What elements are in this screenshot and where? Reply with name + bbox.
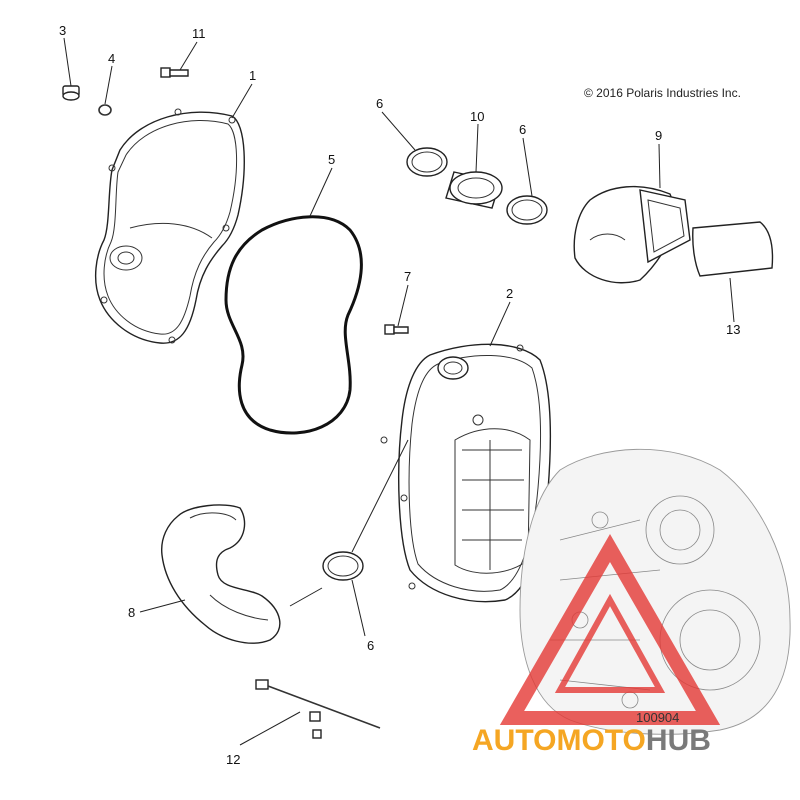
callout-5: 5 xyxy=(328,152,335,167)
callout-1: 1 xyxy=(249,68,256,83)
callout-4: 4 xyxy=(108,51,115,66)
callout-9: 9 xyxy=(655,128,662,143)
engine-case-background xyxy=(519,448,791,735)
watermark-triangle xyxy=(499,533,721,725)
callout-2: 2 xyxy=(506,286,513,301)
part-8-intake-hose xyxy=(161,504,281,644)
watermark-text: AUTOMOTOHUB xyxy=(472,724,711,757)
part-11-bolt xyxy=(160,67,189,78)
diagram-id: 100904 xyxy=(636,710,679,725)
part-6-clamp-right xyxy=(506,195,548,225)
callout-labels: 3 4 11 1 5 6 10 6 9 13 7 2 6 8 12 xyxy=(59,23,740,767)
part-3-drain-plug xyxy=(62,85,80,101)
part-7-bolt xyxy=(384,324,409,335)
callout-7: 7 xyxy=(404,269,411,284)
part-6-clamp-top xyxy=(406,147,448,177)
callout-3: 3 xyxy=(59,23,66,38)
part-10-coupler-boot xyxy=(445,171,503,209)
callout-6-right: 6 xyxy=(519,122,526,137)
callout-6-bottom: 6 xyxy=(367,638,374,653)
callout-12: 12 xyxy=(226,752,240,767)
part-9-intake-duct xyxy=(573,185,691,284)
part-6-clamp-bottom xyxy=(322,551,364,581)
watermark-logo xyxy=(499,533,721,725)
callout-10: 10 xyxy=(470,109,484,124)
leader-lines xyxy=(63,37,735,746)
part-12-cable-tie xyxy=(255,679,381,739)
copyright-text: © 2016 Polaris Industries Inc. xyxy=(584,86,741,100)
callout-6-top: 6 xyxy=(376,96,383,111)
part-13-duct-cover xyxy=(692,221,774,277)
callout-8: 8 xyxy=(128,605,135,620)
part-1-outer-cover xyxy=(94,108,245,344)
part-5-gasket xyxy=(224,215,363,435)
callout-11: 11 xyxy=(192,26,206,41)
part-2-inner-cover xyxy=(380,343,552,603)
watermark-brand-right: HUB xyxy=(646,724,711,757)
callout-13: 13 xyxy=(726,322,740,337)
part-4-o-ring xyxy=(98,104,112,116)
watermark-brand-left: AUTOMOTO xyxy=(472,724,646,757)
